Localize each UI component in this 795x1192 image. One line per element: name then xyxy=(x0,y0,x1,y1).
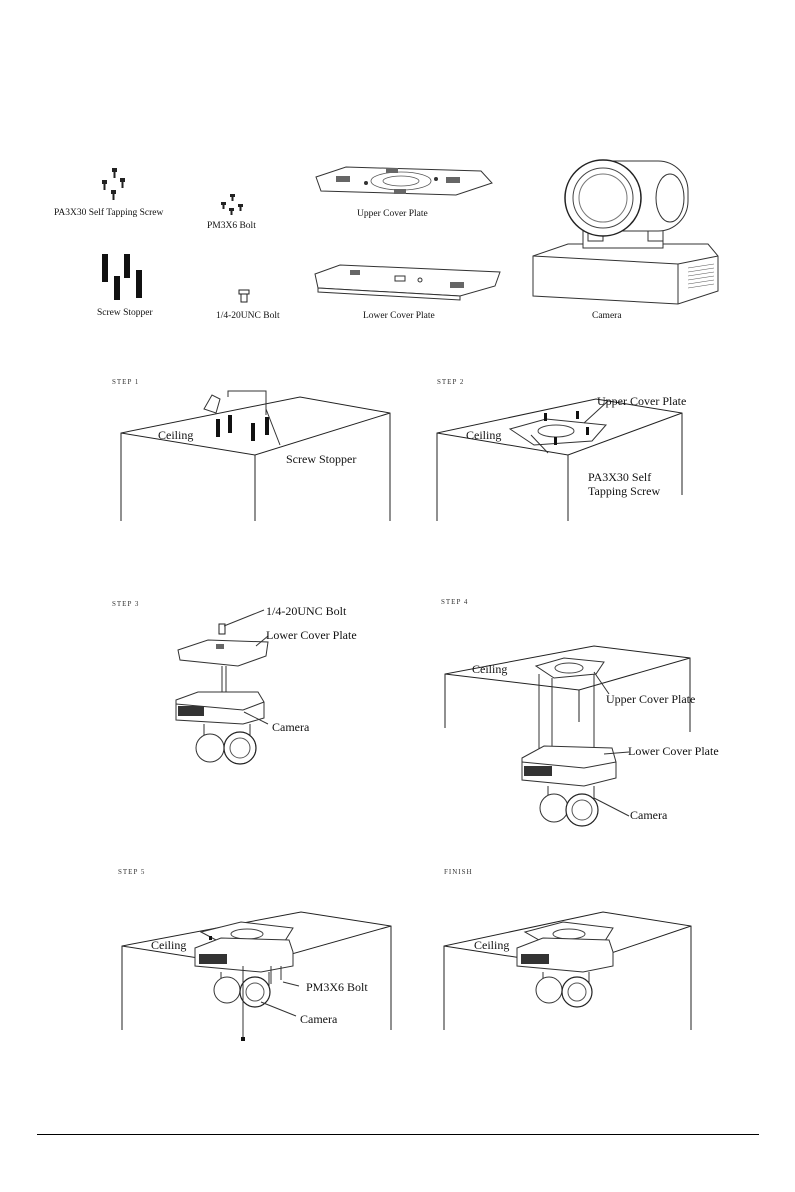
step-2-screw-line1: PA3X30 Self xyxy=(588,470,652,484)
step-5-diagram xyxy=(121,911,392,1041)
pm3x6-bolt-label: PM3X6 Bolt xyxy=(207,221,256,231)
step-1-ceiling: Ceiling xyxy=(158,428,194,442)
upper-cover-plate-icon xyxy=(315,166,493,196)
finish-diagram xyxy=(443,911,692,1030)
step-1-title: STEP 1 xyxy=(112,378,140,386)
step-1-diagram xyxy=(120,390,391,521)
step-4-title: STEP 4 xyxy=(441,598,469,606)
step-5-title: STEP 5 xyxy=(118,868,146,876)
unc-bolt-icon xyxy=(238,289,250,303)
step-3-lower-cover-plate: Lower Cover Plate xyxy=(266,628,357,642)
step-2-screw-line2: Tapping Screw xyxy=(588,484,661,498)
step-2-diagram xyxy=(436,398,683,521)
step-4-lower-cover-plate: Lower Cover Plate xyxy=(628,744,719,758)
step-2-ceiling: Ceiling xyxy=(466,428,502,442)
step-4-ceiling: Ceiling xyxy=(472,662,508,676)
self-tapping-screw-label: PA3X30 Self Tapping Screw xyxy=(54,208,164,218)
finish-ceiling: Ceiling xyxy=(474,938,510,952)
step-1-screw-stopper: Screw Stopper xyxy=(286,452,357,466)
finish-title: FINISH xyxy=(444,868,473,876)
camera-label: Camera xyxy=(592,311,622,321)
pm3x6-bolt-icon xyxy=(221,194,243,215)
self-tapping-screw-icon xyxy=(102,168,125,200)
camera-icon xyxy=(532,159,719,305)
step-3-camera: Camera xyxy=(272,720,310,734)
step-4-diagram xyxy=(444,645,691,827)
footer-rule xyxy=(37,1134,759,1135)
screw-stopper-icon xyxy=(102,254,142,300)
screw-stopper-label: Screw Stopper xyxy=(97,308,153,318)
step-3-diagram xyxy=(175,609,269,765)
lower-cover-plate-label: Lower Cover Plate xyxy=(363,311,435,321)
step-3-title: STEP 3 xyxy=(112,600,140,608)
step-4-camera: Camera xyxy=(630,808,668,822)
step-2-upper-cover-plate: Upper Cover Plate xyxy=(597,394,687,408)
lower-cover-plate-icon xyxy=(314,264,501,301)
step-5-ceiling: Ceiling xyxy=(151,938,187,952)
step-5-pm3x6-bolt: PM3X6 Bolt xyxy=(306,980,368,994)
step-2-title: STEP 2 xyxy=(437,378,465,386)
unc-bolt-label: 1/4-20UNC Bolt xyxy=(216,311,280,321)
step-5-camera: Camera xyxy=(300,1012,338,1026)
step-4-upper-cover-plate: Upper Cover Plate xyxy=(606,692,696,706)
step-3-unc-bolt: 1/4-20UNC Bolt xyxy=(266,604,347,618)
upper-cover-plate-label: Upper Cover Plate xyxy=(357,209,428,219)
